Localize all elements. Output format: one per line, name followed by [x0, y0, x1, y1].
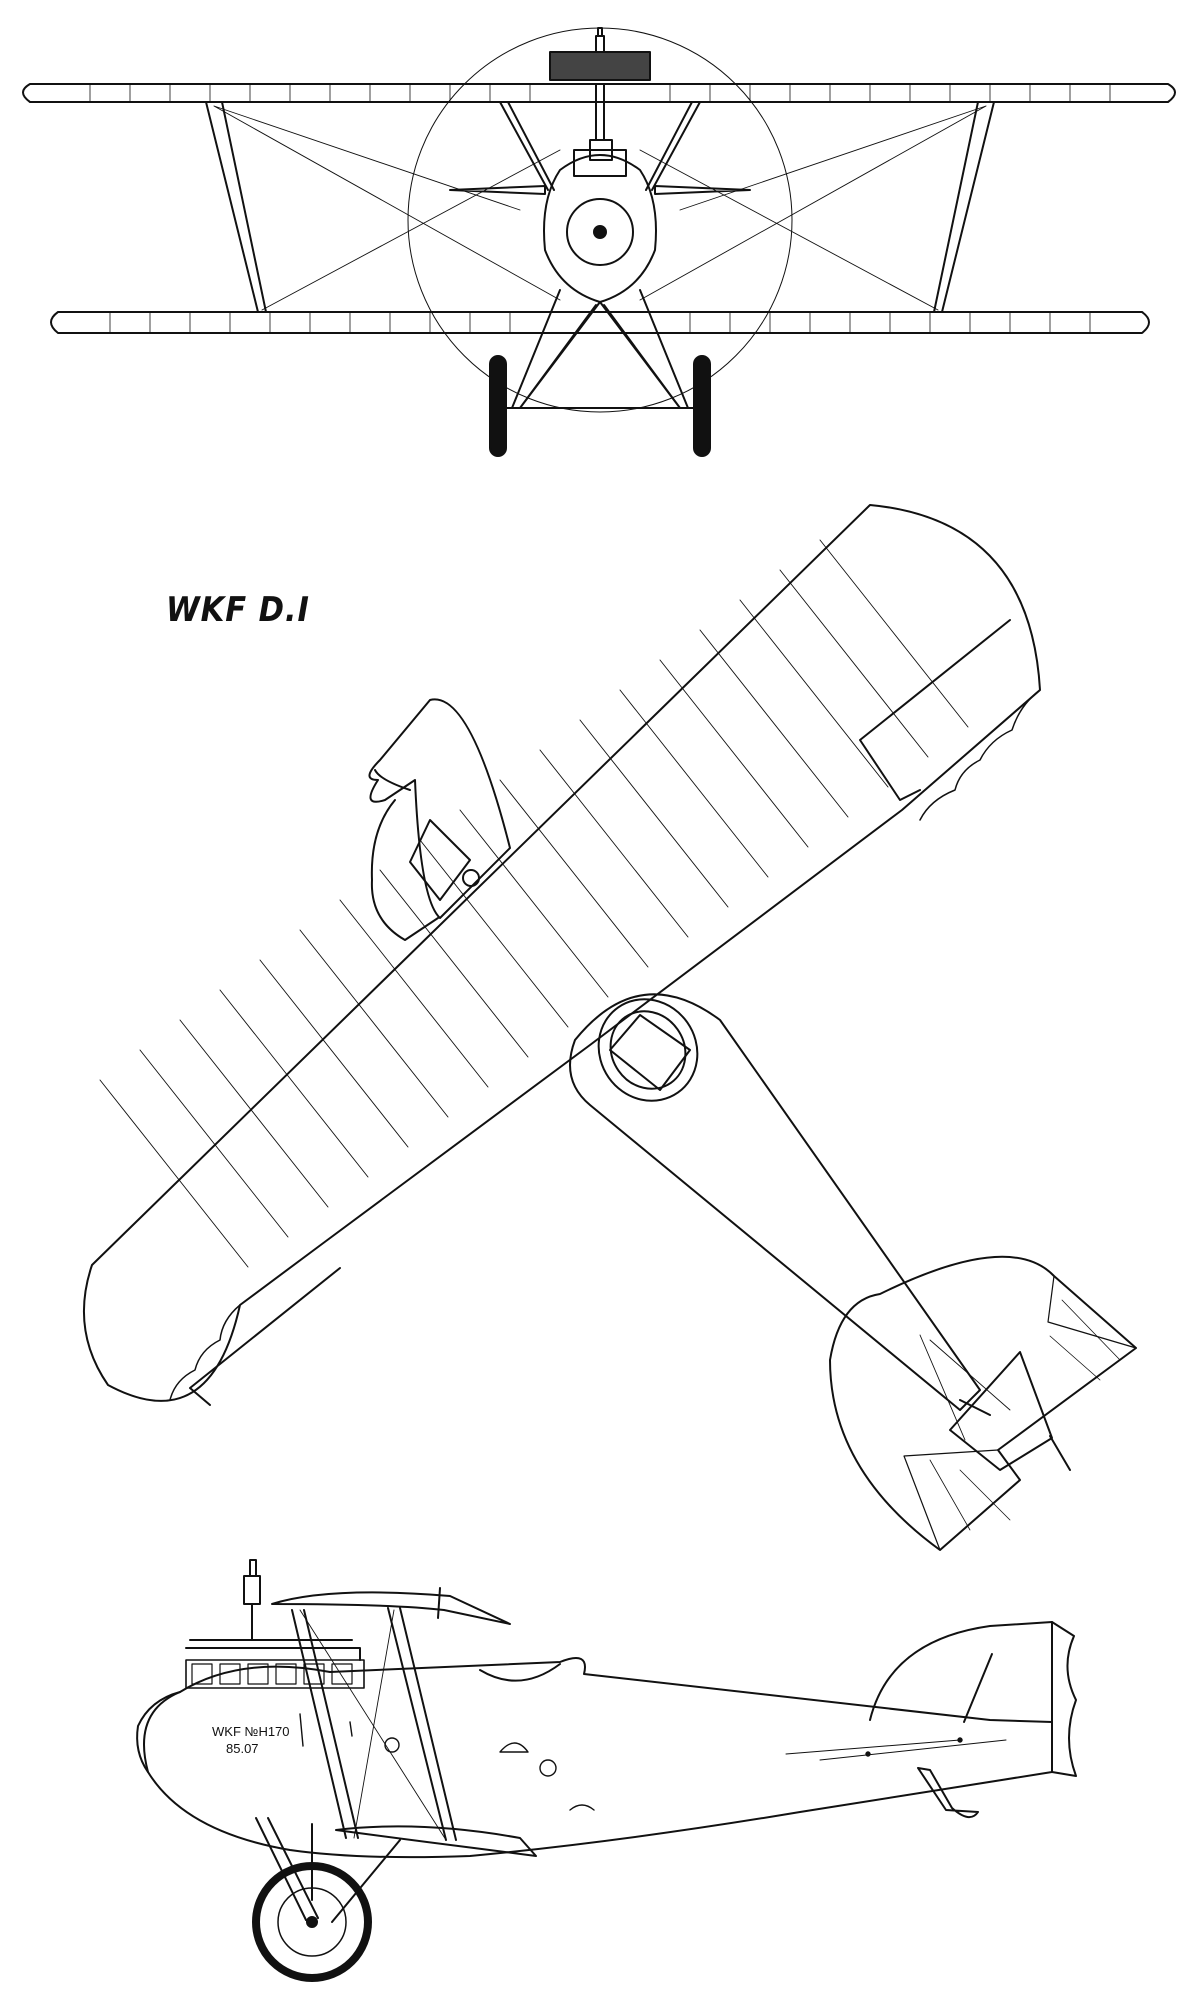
plan-hub [463, 870, 479, 886]
spinner [567, 199, 633, 265]
side-fuselage [144, 1658, 1052, 1857]
side-fin [870, 1622, 1052, 1722]
side-wheel-hub [278, 1888, 346, 1956]
plan-view [84, 505, 1136, 1550]
side-interplane-struts [292, 1608, 456, 1840]
fuselage-number: 85.07 [226, 1741, 259, 1756]
plan-tail-wires [920, 1335, 1010, 1440]
interplane-strut-right [934, 102, 994, 312]
side-upper-wing-strut [438, 1588, 440, 1618]
front-tailplane [450, 186, 750, 194]
radiator-cap [596, 28, 604, 52]
cabane-struts [500, 102, 700, 190]
plan-nose-outline [372, 800, 438, 940]
front-fuselage [544, 155, 656, 302]
side-view [137, 1560, 1076, 1978]
engine-top [574, 84, 626, 176]
plan-tailplane [830, 1257, 1136, 1550]
elevator-ribs [930, 1300, 1120, 1530]
plan-cockpit-inner [596, 997, 701, 1104]
plan-cockpit [579, 980, 717, 1120]
lower-wing-ribs [110, 312, 1090, 333]
side-rudder [1052, 1622, 1076, 1776]
front-wheel-left [490, 356, 506, 456]
plan-aileron-right [860, 620, 1010, 800]
side-rigging-wires [300, 1610, 446, 1840]
side-tail-skid [918, 1768, 978, 1817]
propeller-disc [408, 28, 792, 412]
side-wheel-axle [307, 1917, 317, 1927]
side-wheel [256, 1866, 368, 1978]
side-engine [186, 1560, 364, 1688]
side-upper-wing [272, 1592, 510, 1624]
side-cockpit [480, 1664, 560, 1681]
drawing-title: WKF D.I [166, 590, 310, 630]
wing-trailing-edge [170, 690, 1040, 1400]
front-lower-wing [51, 312, 1149, 333]
plan-wing [84, 505, 1040, 1401]
side-spinner [137, 1692, 180, 1772]
side-details [300, 1714, 1006, 1810]
upper-wing-ribs [90, 84, 1110, 102]
side-tail-strut [964, 1654, 992, 1722]
side-lower-wing [336, 1826, 536, 1856]
plan-seat [610, 1015, 690, 1090]
front-view [23, 28, 1175, 456]
plan-nose [369, 699, 510, 918]
interplane-strut-left [206, 102, 266, 312]
radiator [550, 52, 650, 80]
plan-wing-ribs [100, 540, 968, 1267]
fuselage-marking: WKF №H170 [212, 1724, 290, 1739]
spinner-hub [594, 226, 606, 238]
front-upper-wing [23, 84, 1175, 102]
plan-fuselage [570, 994, 980, 1410]
bracing-wires [214, 106, 986, 310]
plan-aileron-left [190, 1268, 340, 1405]
front-wheel-right [694, 356, 710, 456]
side-radiator-cap [244, 1576, 260, 1604]
front-landing-gear [512, 290, 688, 408]
plan-engine-hood [375, 770, 470, 900]
plan-fin [950, 1352, 1070, 1470]
plan-elevator [904, 1276, 1136, 1550]
